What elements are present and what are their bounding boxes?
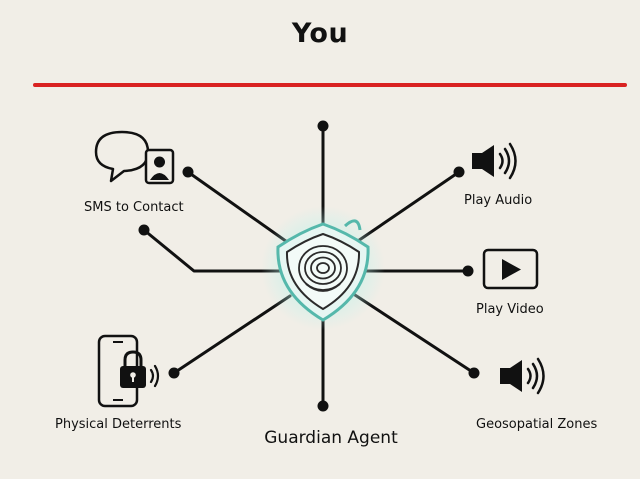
speaker-icon-geo bbox=[500, 357, 545, 395]
node-dot-sms-lower bbox=[138, 224, 150, 236]
node-label-video: Play Video bbox=[476, 302, 544, 317]
node-dot-video bbox=[462, 265, 474, 277]
spoke-physical bbox=[172, 294, 292, 375]
node-label-audio: Play Audio bbox=[464, 193, 533, 208]
node-dot-top bbox=[317, 120, 329, 132]
play-video-icon bbox=[482, 248, 539, 290]
node-dot-geo bbox=[468, 367, 480, 379]
node-label-physical: Physical Deterrents bbox=[55, 417, 182, 432]
spoke-geo bbox=[353, 293, 476, 375]
shield-fingerprint-icon bbox=[261, 206, 385, 330]
node-label-geo: Geosopatial Zones bbox=[476, 417, 598, 432]
title-divider bbox=[33, 83, 627, 87]
speaker-icon bbox=[472, 142, 517, 180]
phone-lock-icon bbox=[97, 334, 160, 408]
center-label: Guardian Agent bbox=[264, 428, 398, 448]
chat-contact-icon bbox=[94, 130, 175, 185]
page-title: You bbox=[291, 18, 349, 49]
node-dot-bottom bbox=[317, 400, 329, 412]
spoke-sms-lower bbox=[142, 228, 294, 273]
node-label-sms: SMS to Contact bbox=[84, 200, 184, 215]
node-dot-audio bbox=[453, 166, 465, 178]
node-dot-physical bbox=[168, 367, 180, 379]
node-dot-sms bbox=[182, 166, 194, 178]
